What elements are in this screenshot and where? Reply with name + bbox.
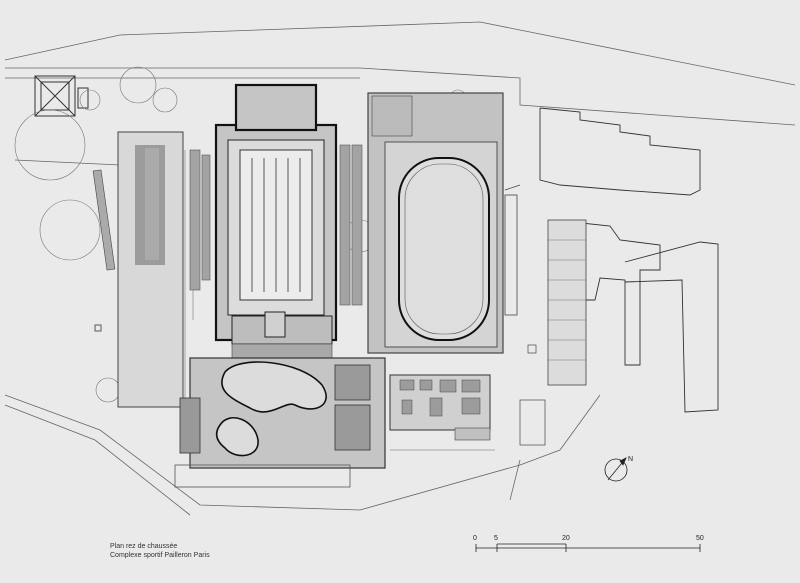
caption-line-1: Plan rez de chaussée <box>110 543 178 550</box>
scale-label-50: 50 <box>696 535 704 542</box>
scale-label-5: 5 <box>494 535 498 542</box>
north-letter: N <box>628 456 633 463</box>
caption-line-2: Complexe sportif Pailleron Paris <box>110 552 210 559</box>
ice-rink-building <box>367 92 521 354</box>
leisure-pool-hall <box>174 357 386 488</box>
scale-bar <box>475 543 701 552</box>
pavilion <box>34 75 89 117</box>
garden-strip <box>92 131 194 408</box>
north-arrow-icon <box>604 457 628 482</box>
scale-label-0: 0 <box>473 535 477 542</box>
changing-rooms <box>389 374 495 451</box>
plan-caption: Plan rez de chaussée Complexe sportif Pa… <box>110 542 210 560</box>
site-outline <box>4 21 796 516</box>
scale-label-20: 20 <box>562 535 570 542</box>
stands <box>189 144 363 306</box>
pool-building <box>214 83 338 359</box>
housing-blocks <box>519 107 719 446</box>
